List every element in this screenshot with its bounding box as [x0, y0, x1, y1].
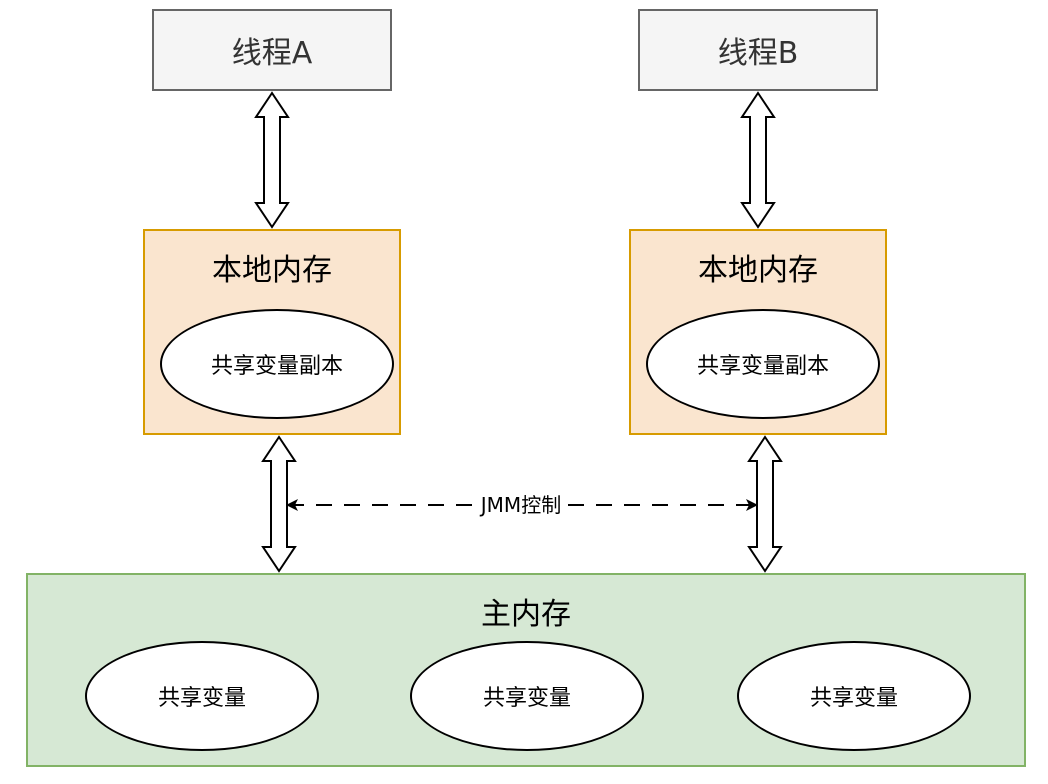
shared-variable-3-label: 共享变量 — [809, 686, 898, 711]
local-memory-b[interactable]: 本地内存 共享变量副本 — [629, 229, 887, 435]
shared-variable-2-label: 共享变量 — [482, 686, 571, 711]
jmm-control-label: JMM控制 — [474, 491, 568, 519]
double-arrow-a-bottom[interactable] — [261, 435, 297, 573]
shared-variable-copy-b-label: 共享变量副本 — [696, 354, 829, 379]
shared-variable-3[interactable]: 共享变量 — [737, 641, 971, 751]
local-memory-a[interactable]: 本地内存 共享变量副本 — [143, 229, 401, 435]
shared-variable-copy-a[interactable]: 共享变量副本 — [160, 309, 394, 419]
main-memory[interactable]: 主内存 共享变量 共享变量 共享变量 — [26, 573, 1026, 767]
shared-variable-1[interactable]: 共享变量 — [85, 641, 319, 751]
double-arrow-a-top[interactable] — [254, 91, 290, 229]
double-arrow-b-top[interactable] — [740, 91, 776, 229]
thread-b-label: 线程B — [717, 36, 799, 71]
shared-variable-1-label: 共享变量 — [157, 686, 246, 711]
main-memory-title: 主内存 — [481, 597, 571, 632]
shared-variable-copy-b[interactable]: 共享变量副本 — [646, 309, 880, 419]
thread-b-box[interactable]: 线程B — [638, 9, 878, 91]
thread-a-label: 线程A — [231, 36, 313, 71]
local-memory-b-title: 本地内存 — [698, 253, 818, 288]
local-memory-a-title: 本地内存 — [212, 253, 332, 288]
shared-variable-2[interactable]: 共享变量 — [410, 641, 644, 751]
shared-variable-copy-a-label: 共享变量副本 — [210, 354, 343, 379]
double-arrow-b-bottom[interactable] — [747, 435, 783, 573]
thread-a-box[interactable]: 线程A — [152, 9, 392, 91]
